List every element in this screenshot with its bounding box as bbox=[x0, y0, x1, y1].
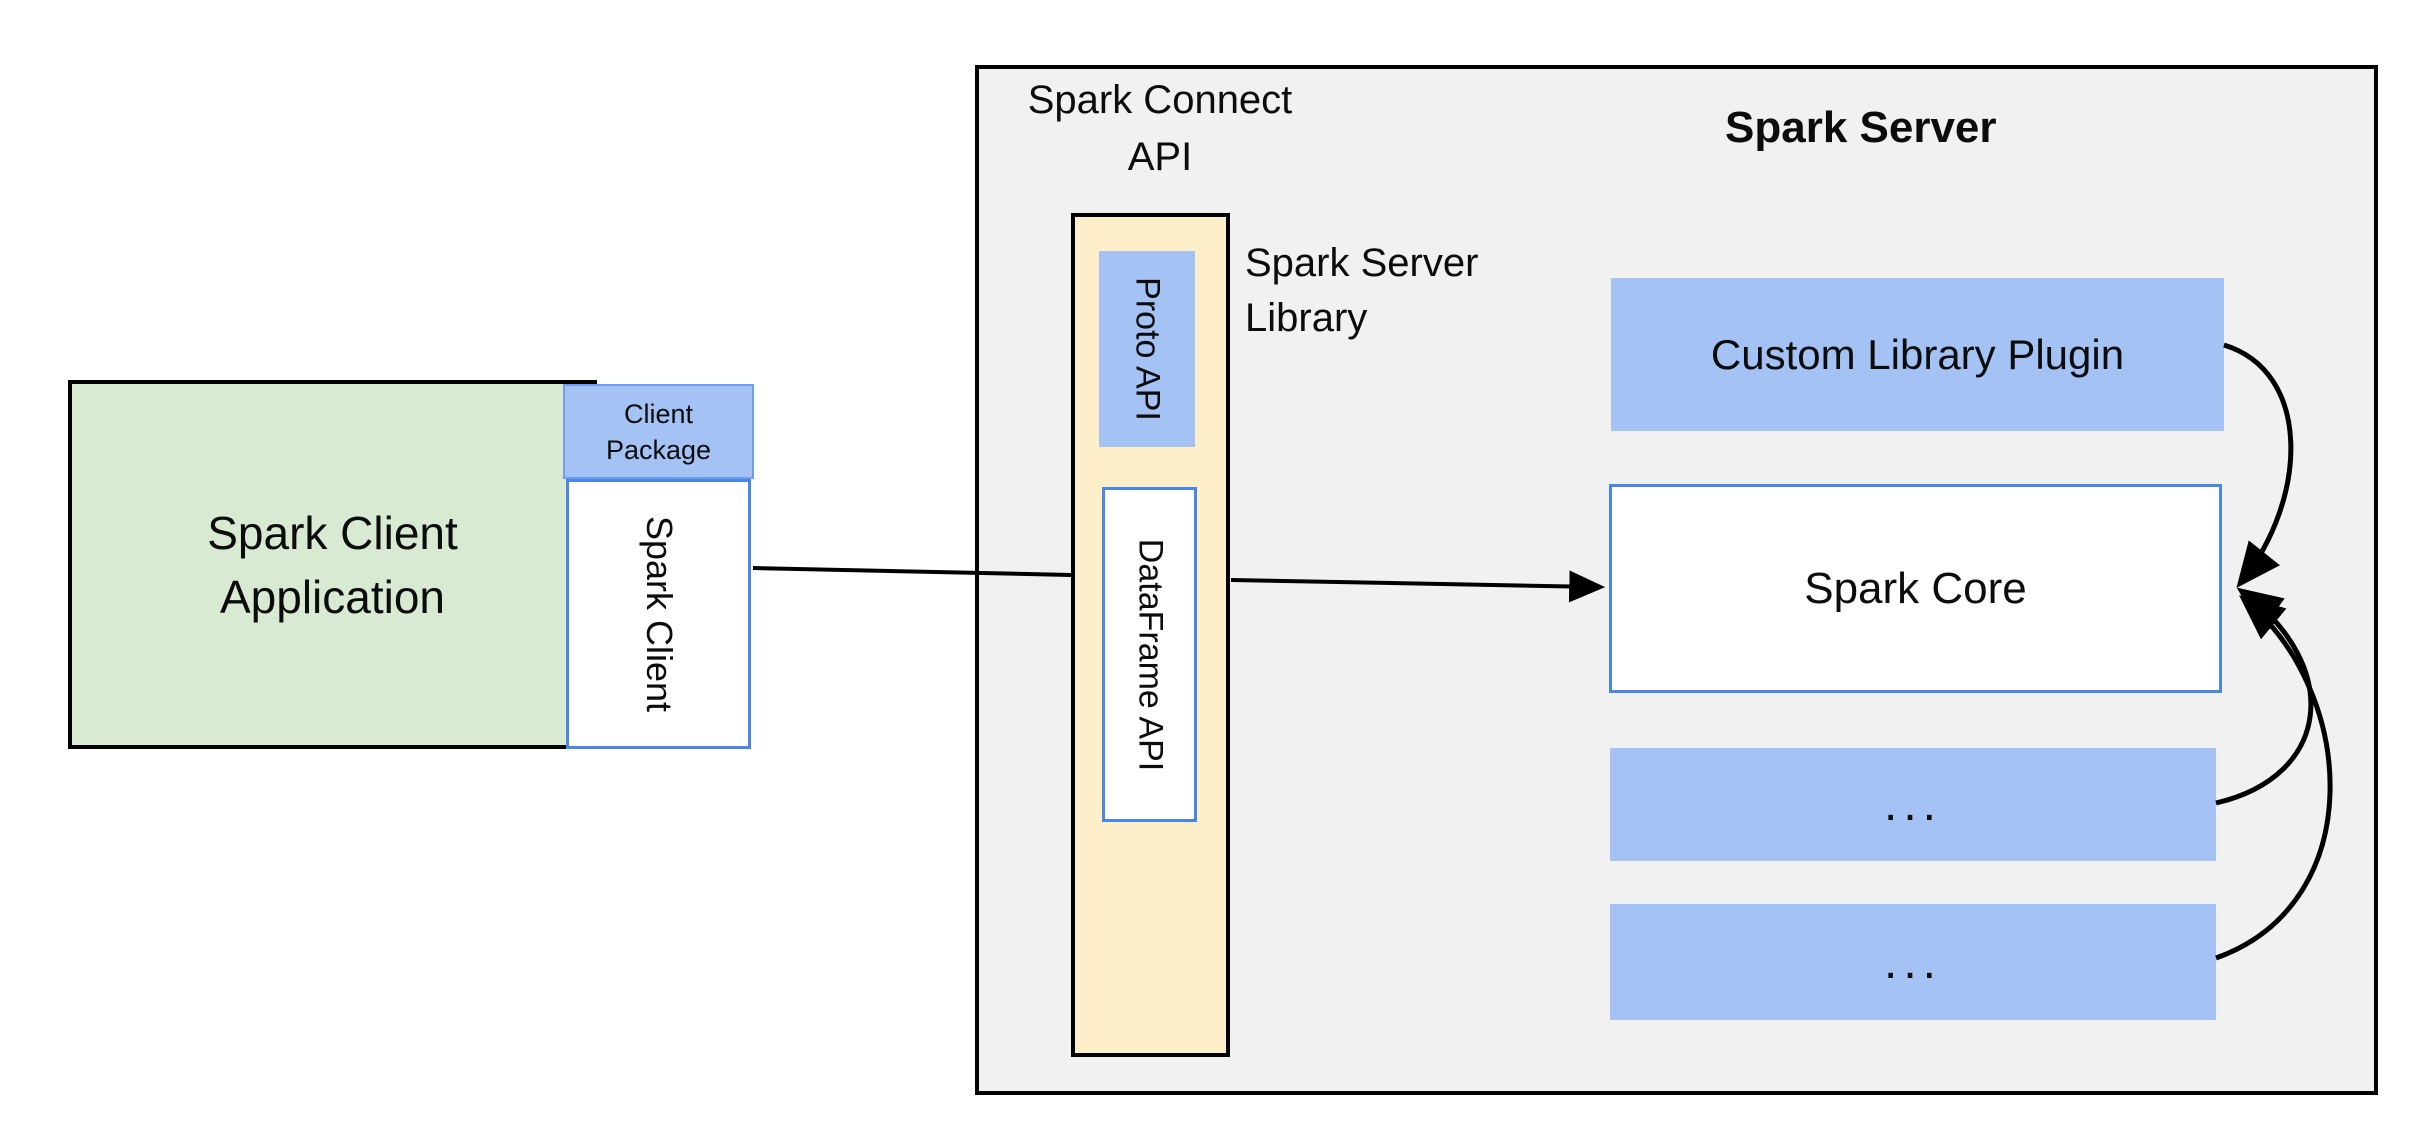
dataframe-api-box: DataFrame API bbox=[1102, 487, 1197, 822]
spark-server-title: Spark Server bbox=[1725, 103, 1997, 152]
custom-library-plugin-label: Custom Library Plugin bbox=[1710, 330, 2125, 378]
proto-api-label: Proto API bbox=[1128, 277, 1167, 421]
client-package-box: Client Package bbox=[563, 384, 754, 479]
dataframe-api-label: DataFrame API bbox=[1131, 538, 1169, 771]
more-plugins-box-2: ... bbox=[1610, 904, 2216, 1020]
spark-core-label: Spark Core bbox=[1804, 563, 2027, 613]
spark-connect-api-line1: Spark Connect bbox=[1027, 78, 1293, 122]
spark-client-label: Spark Client bbox=[638, 515, 680, 713]
spark-connect-api-label: Spark Connect API bbox=[980, 72, 1340, 186]
spark-server-library-label: Spark Server Library bbox=[1245, 241, 1479, 340]
spark-connect-api-line2: API bbox=[1127, 135, 1193, 179]
more-plugins-label-1: ... bbox=[1883, 778, 1942, 831]
spark-client-box: Spark Client bbox=[566, 479, 751, 749]
more-plugins-label-2: ... bbox=[1883, 935, 1942, 989]
proto-api-box: Proto API bbox=[1099, 251, 1195, 447]
client-package-label: Client Package bbox=[605, 398, 712, 465]
spark-core-box: Spark Core bbox=[1609, 484, 2222, 693]
custom-library-plugin-box: Custom Library Plugin bbox=[1611, 278, 2224, 431]
more-plugins-box-1: ... bbox=[1610, 748, 2216, 861]
spark-client-application-label: Spark Client Application bbox=[207, 506, 458, 623]
spark-client-application-box: Spark Client Application bbox=[68, 380, 597, 749]
